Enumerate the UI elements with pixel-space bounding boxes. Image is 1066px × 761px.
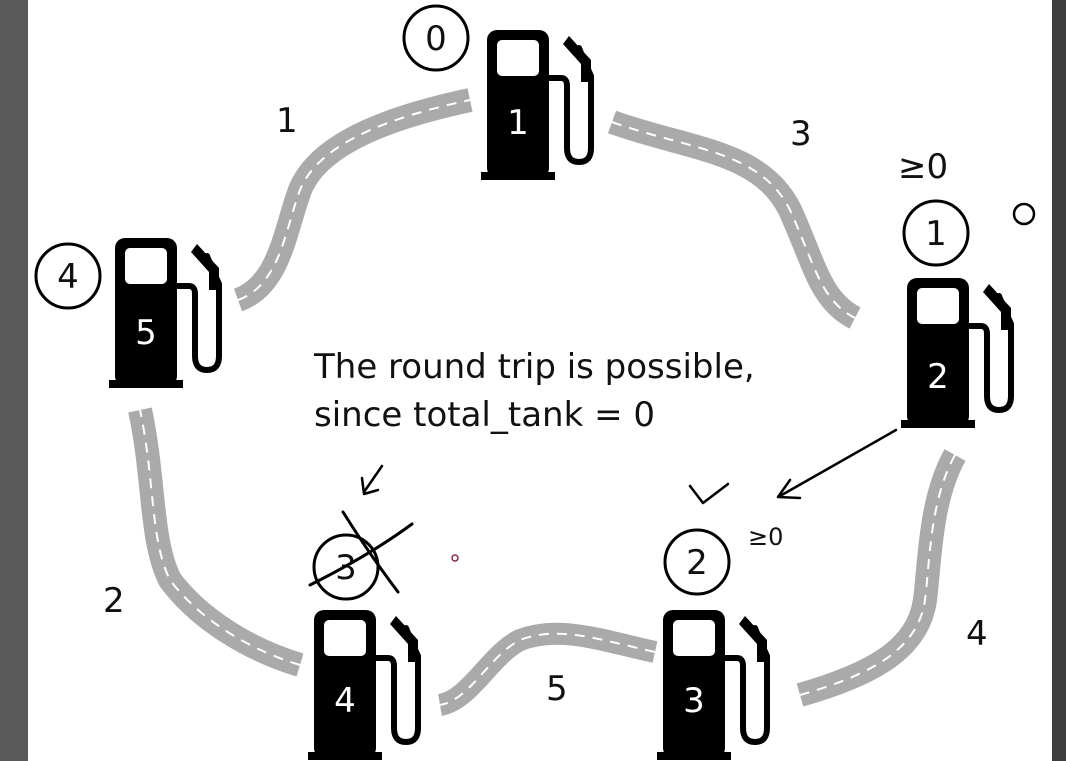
station-gas: 1 bbox=[507, 103, 529, 143]
station-index: 2 bbox=[686, 543, 708, 583]
station-gas: 3 bbox=[683, 681, 705, 721]
station-index-circle bbox=[663, 528, 731, 596]
check-mark-icon bbox=[360, 464, 384, 496]
gas-pump-icon bbox=[657, 610, 767, 760]
station-4: 4 5 bbox=[34, 238, 219, 388]
caption-line-1: The round trip is possible, bbox=[313, 347, 755, 387]
station-index-circle bbox=[902, 199, 970, 267]
station-gas: 4 bbox=[334, 681, 356, 721]
road-0-to-1 bbox=[607, 110, 862, 329]
gas-pump-icon bbox=[308, 610, 418, 760]
gas-pump-icon bbox=[481, 30, 591, 180]
station-2: 2 3 bbox=[657, 528, 767, 760]
road-cost-label: 2 bbox=[103, 581, 125, 621]
station-0: 0 1 bbox=[402, 4, 591, 180]
window-edge bbox=[1052, 0, 1066, 761]
road-cost-label: 1 bbox=[276, 101, 298, 141]
road-cost-label: 4 bbox=[966, 614, 988, 654]
station-gas: 5 bbox=[135, 313, 157, 353]
road-1-to-2 bbox=[796, 449, 966, 707]
annotation-geq-zero: ≥0 bbox=[898, 147, 948, 187]
station-index: 1 bbox=[925, 214, 947, 254]
road-4-to-0 bbox=[233, 88, 473, 312]
station-index: 0 bbox=[425, 19, 447, 59]
road-3-to-4 bbox=[128, 407, 304, 677]
annotation-zero-mark bbox=[1012, 202, 1036, 226]
road-cost-label: 5 bbox=[546, 669, 568, 709]
cursor-dot bbox=[451, 554, 459, 562]
caption-line-2: since total_tank = 0 bbox=[314, 395, 655, 435]
station-1: 1 2 bbox=[901, 199, 1011, 428]
station-index: 4 bbox=[57, 257, 79, 297]
cross-out-mark bbox=[308, 522, 414, 587]
station-gas: 2 bbox=[927, 357, 949, 397]
check-mark-icon bbox=[688, 482, 730, 505]
road-cost-label: 3 bbox=[790, 114, 812, 154]
gas-pump-icon bbox=[901, 278, 1011, 428]
station-index-circle bbox=[402, 4, 470, 72]
station-index: 3 bbox=[335, 548, 357, 588]
annotation-geq-zero: ≥0 bbox=[748, 523, 783, 551]
station-index-circle bbox=[34, 242, 102, 310]
gas-pump-icon bbox=[109, 238, 219, 388]
road-2-to-3 bbox=[437, 622, 658, 716]
arrow-icon bbox=[776, 428, 898, 500]
station-3: 3 4 bbox=[308, 510, 418, 760]
